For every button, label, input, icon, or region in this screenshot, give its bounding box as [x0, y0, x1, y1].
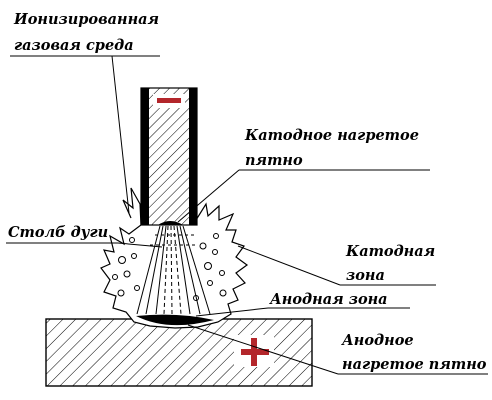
- anode-heated-spot: [136, 314, 214, 326]
- electrode: [140, 87, 198, 226]
- ionized-gas-cloud: [100, 187, 249, 329]
- leader-lines: [6, 55, 488, 375]
- electrode-right-wall: [189, 88, 197, 225]
- gas-bubbles: [112, 233, 227, 301]
- ionized-gas-label-line1: Ионизированная: [13, 11, 159, 28]
- arc-column-label: Столб дуги: [8, 224, 108, 241]
- electrode-left-wall: [141, 88, 149, 225]
- anode-spot-label-line1: Анодное: [341, 332, 414, 349]
- ionized-gas-label-line2: газовая среда: [14, 37, 134, 54]
- cathode-zone-label-line2: зона: [346, 267, 385, 284]
- cathode-spot-label-line1: Катодное нагретое: [244, 127, 419, 144]
- cathode-heated-spot: [158, 221, 183, 225]
- minus-sign: [157, 98, 181, 103]
- cathode-spot-label-line2: пятно: [245, 152, 303, 169]
- anode-spot-label-line2: нагретое пятно: [342, 356, 487, 373]
- anode-zone-label: Анодная зона: [269, 291, 388, 308]
- cathode-zone-label-line1: Катодная: [345, 243, 435, 260]
- arc-column-rays: [136, 225, 211, 315]
